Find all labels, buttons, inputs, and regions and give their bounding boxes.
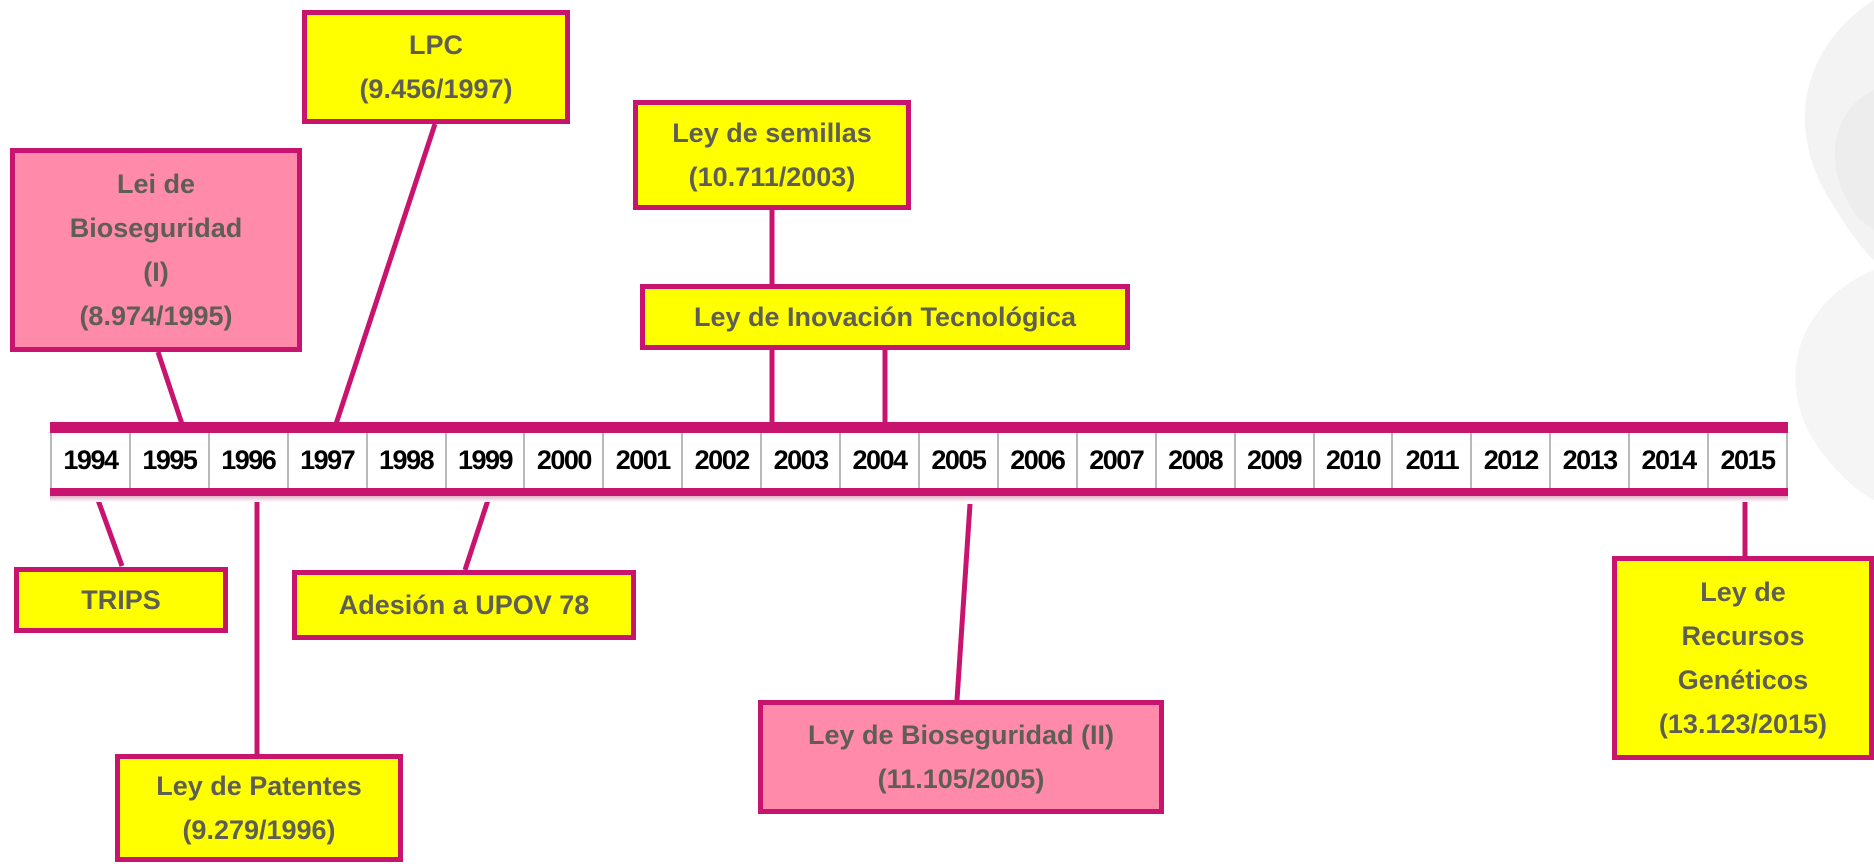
connector-lpc [333, 123, 438, 425]
timeline-band-bottom [50, 488, 1788, 496]
year-label-2005: 2005 [920, 433, 999, 488]
year-label-2015: 2015 [1709, 433, 1788, 488]
event-text-line: Ley de Inovación Tecnológica [693, 302, 1077, 332]
connector-bioseguridad-2 [954, 503, 973, 701]
event-bioseguridad-1: Lei de Bioseguridad (I) (8.974/1995) [10, 148, 302, 352]
event-text-line: (9.279/1996) [182, 815, 336, 845]
event-text-line: Genéticos [1677, 665, 1809, 695]
event-text-line: Recursos [1681, 621, 1805, 651]
event-text-line: Lei de [116, 169, 196, 199]
event-bioseguridad-2: Ley de Bioseguridad (II) (11.105/2005) [758, 700, 1164, 814]
event-text-line: Ley de Bioseguridad (II) [807, 720, 1115, 750]
year-label-2003: 2003 [762, 433, 842, 488]
connector-trips [95, 499, 125, 567]
year-label-1996: 1996 [210, 433, 289, 488]
year-label-2010: 2010 [1315, 433, 1394, 488]
event-text-line: (I) [143, 257, 169, 287]
year-label-2002: 2002 [683, 433, 763, 488]
year-label-1994: 1994 [50, 433, 131, 488]
event-text-line: LPC [409, 30, 463, 60]
year-label-2013: 2013 [1551, 433, 1631, 488]
timeline-band-top [50, 422, 1788, 433]
year-label-2011: 2011 [1393, 433, 1473, 488]
event-text-line: (9.456/1997) [359, 74, 513, 104]
year-label-2008: 2008 [1157, 433, 1236, 488]
event-text-line: (11.105/2005) [877, 764, 1045, 794]
year-label-2009: 2009 [1236, 433, 1315, 488]
connector-bioseguridad-1 [155, 351, 185, 425]
event-ley-inovacion: Ley de Inovación Tecnológica [640, 284, 1130, 350]
year-label-2000: 2000 [525, 433, 605, 488]
event-text-line: (10.711/2003) [688, 162, 856, 192]
event-text-line: TRIPS [81, 585, 161, 615]
year-label-2014: 2014 [1630, 433, 1710, 488]
event-text-line: Ley de Patentes [156, 771, 362, 801]
connector-upov [462, 499, 491, 571]
year-label-2006: 2006 [999, 433, 1078, 488]
year-label-1999: 1999 [447, 433, 526, 488]
event-text-line: Adesión a UPOV 78 [338, 590, 590, 620]
event-text-line: Bioseguridad [69, 213, 243, 243]
year-label-2012: 2012 [1472, 433, 1552, 488]
event-text-line: Ley de semillas [672, 118, 872, 148]
event-lpc: LPC (9.456/1997) [302, 10, 570, 124]
event-ley-semillas: Ley de semillas (10.711/2003) [633, 100, 911, 210]
event-text-line: (8.974/1995) [79, 301, 233, 331]
event-text-line: (13.123/2015) [1658, 709, 1828, 739]
year-label-1997: 1997 [289, 433, 368, 488]
event-upov: Adesión a UPOV 78 [292, 570, 636, 640]
event-text-line: Ley de [1700, 577, 1786, 607]
event-trips: TRIPS [14, 567, 228, 633]
timeline-band-shadow [50, 496, 1788, 502]
year-label-1998: 1998 [368, 433, 447, 488]
year-label-2001: 2001 [604, 433, 684, 488]
year-label-2007: 2007 [1078, 433, 1157, 488]
event-ley-patentes: Ley de Patentes (9.279/1996) [115, 754, 403, 862]
year-label-2004: 2004 [841, 433, 920, 488]
year-label-1995: 1995 [131, 433, 210, 488]
watermark-ornament [1795, 0, 1874, 500]
